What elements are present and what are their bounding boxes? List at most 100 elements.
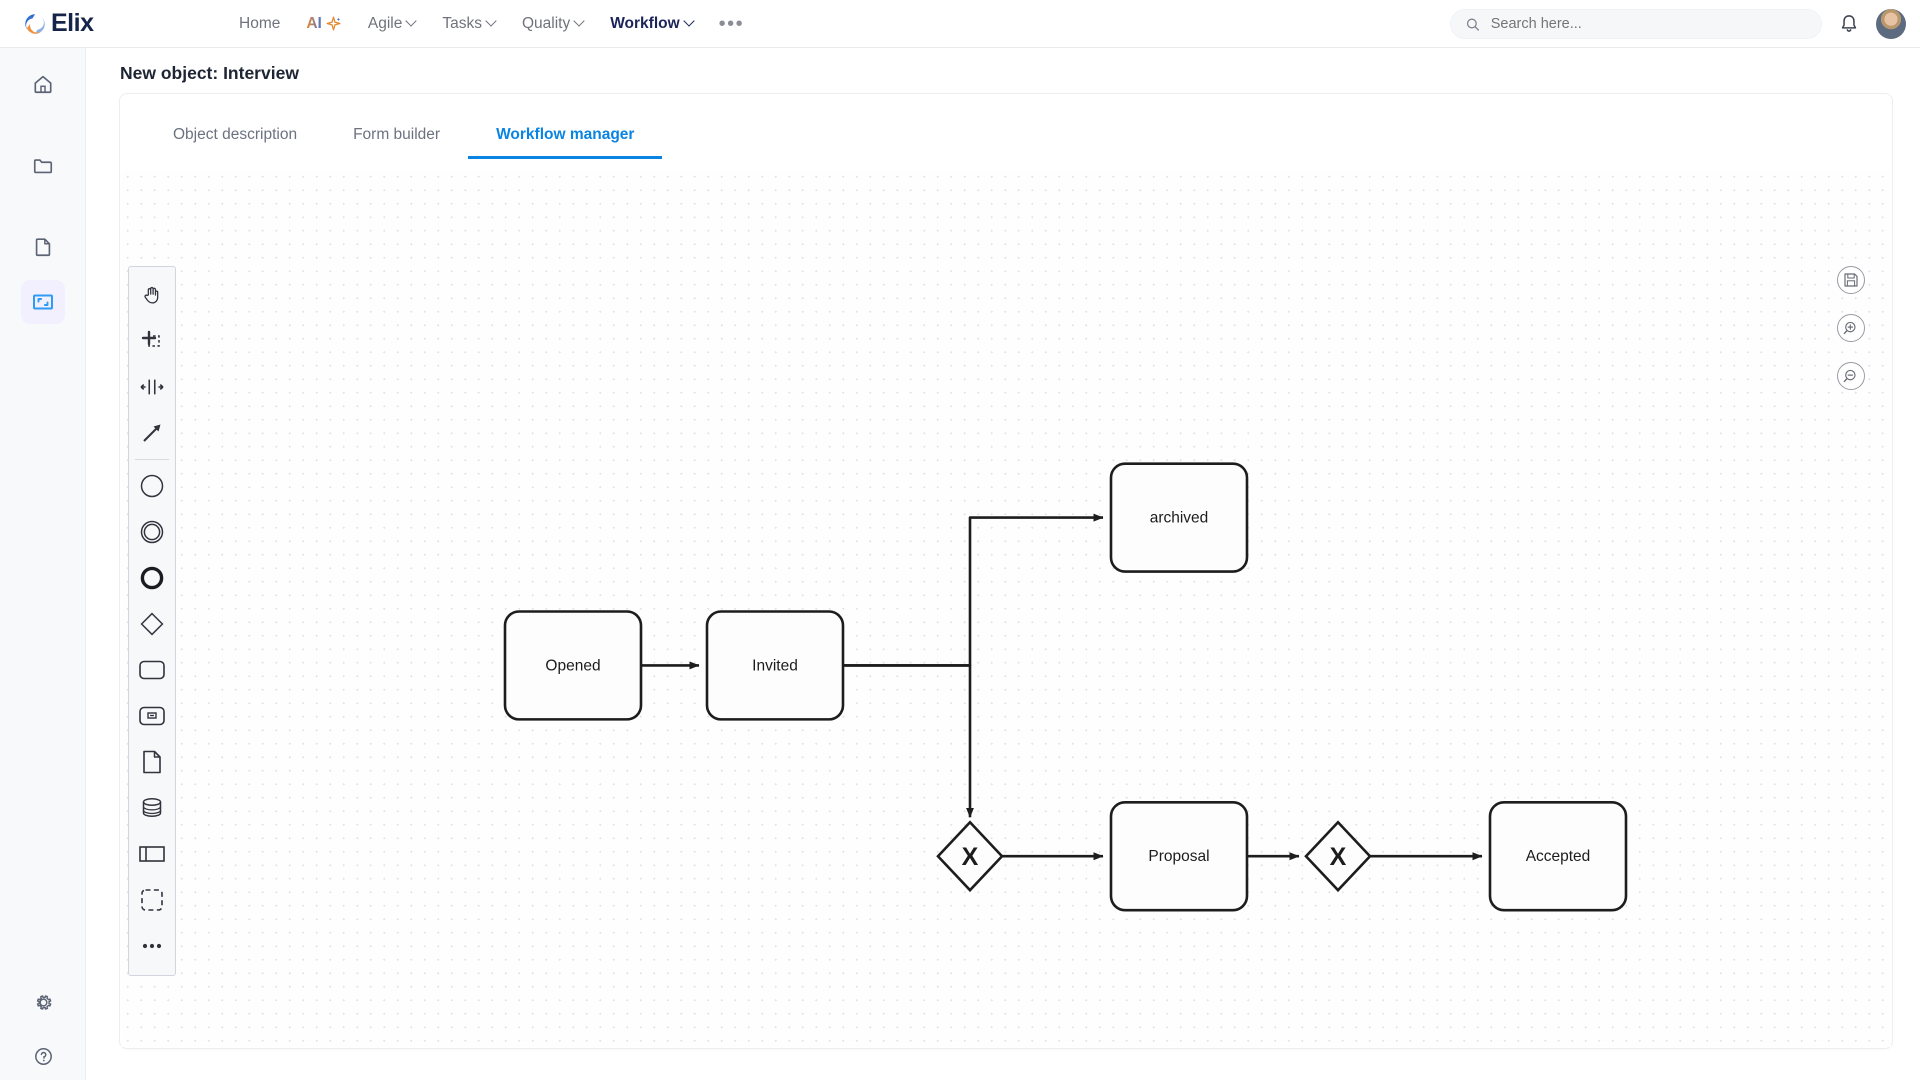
circle-double-icon <box>140 520 164 544</box>
nav-label-tasks: Tasks <box>442 14 482 32</box>
database-icon <box>142 797 162 818</box>
tool-more[interactable] <box>132 923 172 969</box>
page-title: New object: Interview <box>120 63 299 83</box>
top-bar: Elix Home AI Agile Tasks Quality Workflo… <box>0 0 1920 48</box>
top-bar-actions <box>1450 0 1906 48</box>
rounded-rect-icon <box>139 660 165 680</box>
node-label-opened: Opened <box>545 657 600 674</box>
palette-separator <box>135 459 169 460</box>
tool-data-store[interactable] <box>132 785 172 831</box>
gear-icon <box>36 994 51 1010</box>
brand-logo[interactable]: Elix <box>22 11 152 37</box>
search-icon <box>1466 18 1480 31</box>
zoom-in-icon <box>1843 321 1856 334</box>
chevron-down-icon <box>575 17 584 26</box>
save-button[interactable] <box>1837 266 1865 294</box>
search-box[interactable] <box>1450 9 1822 39</box>
tool-marquee-select[interactable] <box>132 318 172 364</box>
dashed-group-icon <box>141 889 163 911</box>
node-gateway-2[interactable]: X <box>1304 820 1372 893</box>
left-sidebar <box>0 48 86 1080</box>
document-page-icon <box>143 750 161 774</box>
sidebar-item-help[interactable] <box>21 1034 65 1078</box>
nav-item-tasks[interactable]: Tasks <box>429 9 509 39</box>
tool-end-event[interactable] <box>132 555 172 601</box>
avatar[interactable] <box>1876 9 1906 39</box>
node-label-proposal: Proposal <box>1148 848 1209 865</box>
gateway-label-2: X <box>1330 843 1347 871</box>
main-card: Object description Form builder Workflow… <box>120 94 1892 1048</box>
tool-task[interactable] <box>132 647 172 693</box>
search-input[interactable] <box>1490 16 1807 32</box>
node-proposal[interactable]: Proposal <box>1109 800 1249 912</box>
tool-group[interactable] <box>132 877 172 923</box>
tab-object-description[interactable]: Object description <box>173 126 298 143</box>
tab-bar: Object description Form builder Workflow… <box>145 116 663 159</box>
tool-distribute[interactable] <box>132 364 172 410</box>
gateway-label-1: X <box>962 843 979 871</box>
nav-item-quality[interactable]: Quality <box>509 9 597 39</box>
diagram-svg: Opened Invited archived X Proposal X <box>503 462 1628 912</box>
tool-start-event[interactable] <box>132 463 172 509</box>
floppy-disk-icon <box>1844 273 1858 287</box>
nav-label-quality: Quality <box>521 14 571 32</box>
nav-label-agile: Agile <box>367 14 403 32</box>
nav-overflow-button[interactable]: ••• <box>718 12 745 35</box>
diamond-icon <box>140 612 164 636</box>
sidebar-item-document[interactable] <box>21 225 65 269</box>
sidebar-item-settings[interactable] <box>21 980 65 1024</box>
tool-connector-arrow[interactable] <box>132 410 172 456</box>
canvas-icon <box>33 294 53 310</box>
sidebar-item-folder[interactable] <box>21 144 65 188</box>
chevron-down-icon <box>487 17 496 26</box>
nav-item-home[interactable]: Home <box>226 9 293 39</box>
tab-form-builder[interactable]: Form builder <box>353 126 441 143</box>
nav-label-workflow: Workflow <box>610 14 680 32</box>
nav-label-home: Home <box>239 14 281 32</box>
elix-logo-icon <box>25 13 45 34</box>
bell-icon[interactable] <box>1838 13 1860 35</box>
tool-pool[interactable] <box>132 831 172 877</box>
edge-invited-gateway1[interactable] <box>843 664 974 818</box>
sparkle-icon <box>326 16 341 31</box>
tool-gateway[interactable] <box>132 601 172 647</box>
zoom-in-button[interactable] <box>1837 314 1865 342</box>
document-icon <box>35 238 51 257</box>
sidebar-item-workflow[interactable] <box>21 280 65 324</box>
shape-tool-palette <box>128 266 176 976</box>
zoom-out-button[interactable] <box>1837 362 1865 390</box>
sidebar-item-home[interactable] <box>21 62 65 106</box>
canvas-controls <box>1837 266 1865 390</box>
main-nav: Home AI Agile Tasks Quality Workflow ••• <box>226 9 756 39</box>
edge-invited-archived[interactable] <box>843 513 1104 667</box>
nav-item-workflow[interactable]: Workflow <box>597 9 706 39</box>
node-invited[interactable]: Invited <box>705 610 845 721</box>
chevron-down-icon <box>685 17 694 26</box>
tool-subprocess[interactable] <box>132 693 172 739</box>
workflow-canvas[interactable]: Opened Invited archived X Proposal X <box>121 170 1891 1047</box>
tab-workflow-manager[interactable]: Workflow manager <box>468 116 663 159</box>
nav-item-agile[interactable]: Agile <box>355 9 429 39</box>
nav-item-ai[interactable]: AI <box>293 9 355 39</box>
node-opened[interactable]: Opened <box>503 610 643 721</box>
node-archived[interactable]: archived <box>1109 462 1249 573</box>
brand-name: Elix <box>51 9 94 37</box>
tool-intermediate-event[interactable] <box>132 509 172 555</box>
node-label-archived: archived <box>1150 510 1209 527</box>
move-select-icon <box>141 330 160 347</box>
node-label-invited: Invited <box>752 657 798 674</box>
distribute-horizontal-icon <box>140 379 164 395</box>
arrow-icon <box>143 424 161 442</box>
zoom-out-icon <box>1843 369 1856 382</box>
tool-pan-hand[interactable] <box>132 272 172 318</box>
tool-data-object[interactable] <box>132 739 172 785</box>
node-gateway-1[interactable]: X <box>936 820 1004 893</box>
node-accepted[interactable]: Accepted <box>1488 800 1628 912</box>
hand-icon <box>144 286 159 304</box>
pool-lane-icon <box>139 846 165 862</box>
circle-thick-icon <box>140 566 164 590</box>
chevron-down-icon <box>407 17 416 26</box>
nav-label-ai: AI <box>306 14 322 32</box>
home-icon <box>34 75 52 94</box>
more-horizontal-icon <box>142 943 162 949</box>
